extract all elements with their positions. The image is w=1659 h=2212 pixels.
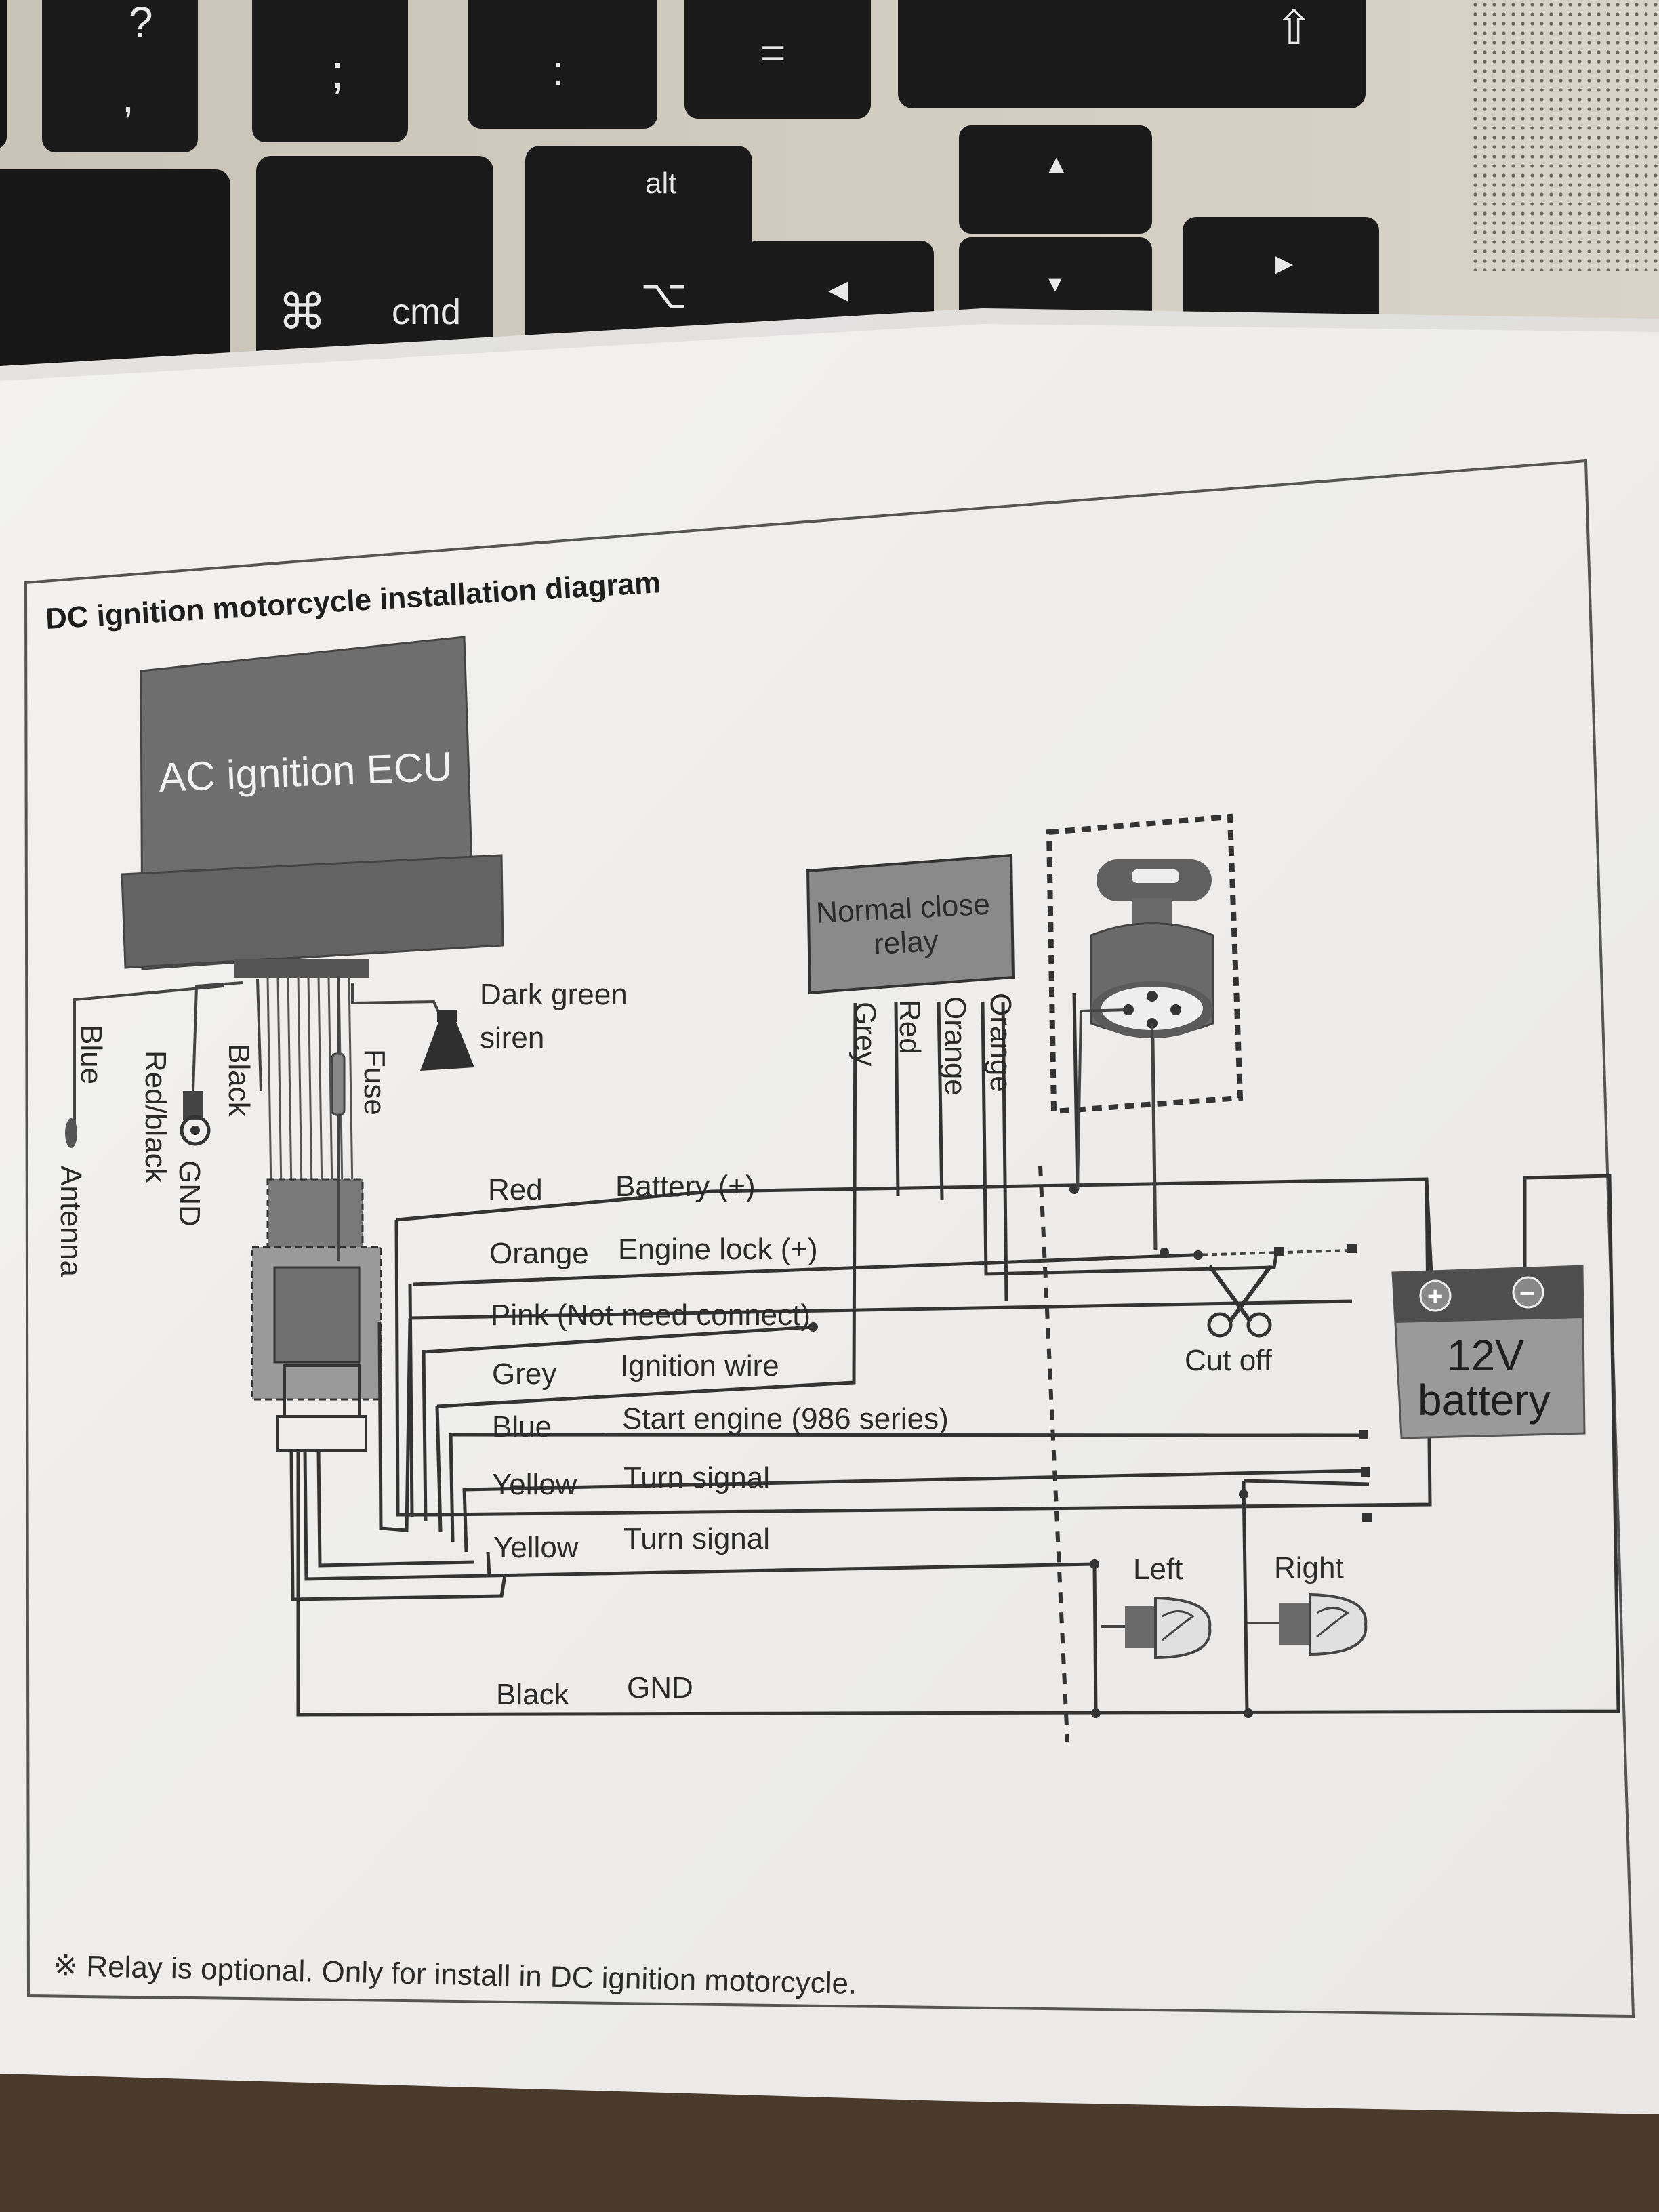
key-question[interactable] bbox=[42, 0, 198, 152]
key-fragment[interactable] bbox=[0, 0, 7, 149]
ignition-switch bbox=[1046, 813, 1244, 1249]
cut-off-label: Cut off bbox=[1185, 1344, 1273, 1377]
row-grey-function: Ignition wire bbox=[620, 1349, 779, 1382]
row-grey-color: Grey bbox=[492, 1357, 556, 1391]
siren-label-2: siren bbox=[480, 1021, 544, 1054]
battery-positive-terminal bbox=[1419, 1279, 1452, 1312]
red-black-plug bbox=[183, 1091, 203, 1120]
battery-label-1: 12V bbox=[1447, 1331, 1524, 1380]
wire-label-gnd: GND bbox=[173, 1160, 206, 1227]
divider-dashed bbox=[1038, 1165, 1069, 1742]
row-red-function: Battery (+) bbox=[615, 1170, 756, 1203]
row-yellow2-function: Turn signal bbox=[623, 1522, 770, 1555]
key-semicolon[interactable] bbox=[252, 0, 408, 142]
lamp-left bbox=[1101, 1596, 1212, 1660]
cable-harness bbox=[251, 975, 382, 1452]
row-black-function: GND bbox=[627, 1671, 693, 1704]
key-label-question: ? bbox=[129, 0, 153, 47]
battery-negative-terminal bbox=[1512, 1276, 1544, 1309]
key-label-alt-symbol: ⌥ bbox=[640, 272, 687, 317]
wire-label-fuse: Fuse bbox=[358, 1049, 391, 1115]
battery-label-2: battery bbox=[1418, 1376, 1551, 1425]
key-equals[interactable] bbox=[684, 0, 871, 119]
row-orange-color: Orange bbox=[489, 1237, 589, 1270]
row-yellow2-color: Yellow bbox=[493, 1531, 579, 1564]
battery: + − bbox=[1391, 1265, 1586, 1439]
key-label-cmd-symbol: ⌘ bbox=[278, 285, 327, 340]
relay-wire-orange-1: Orange bbox=[939, 996, 972, 1096]
relay-wire-orange-2: Orange bbox=[984, 993, 1017, 1092]
lamp-left-label: Left bbox=[1133, 1553, 1183, 1586]
speaker-grille bbox=[1471, 0, 1659, 271]
key-arrow-up[interactable] bbox=[959, 125, 1152, 234]
key-label-arrow-up: ▲ bbox=[1044, 150, 1069, 179]
key-label-colon: : bbox=[552, 48, 564, 94]
wire-label-black: Black bbox=[222, 1044, 255, 1118]
row-blue-color: Blue bbox=[492, 1410, 552, 1443]
siren bbox=[420, 1010, 474, 1071]
wire-label-blue: Blue bbox=[75, 1025, 108, 1084]
fuse-body bbox=[331, 1052, 346, 1116]
relay-wire-red: Red bbox=[893, 1000, 926, 1054]
key-colon[interactable] bbox=[468, 0, 657, 129]
key-label-semicolon: ; bbox=[331, 45, 344, 98]
siren-label-1: Dark green bbox=[480, 978, 628, 1011]
key-label-arrow-down: ▼ bbox=[1044, 271, 1067, 297]
key-shift[interactable] bbox=[898, 0, 1366, 108]
key-alt[interactable] bbox=[525, 146, 752, 369]
lamp-right bbox=[1247, 1593, 1368, 1656]
key-label-equals: = bbox=[760, 28, 785, 77]
ecu-unit: AC ignition ECU bbox=[121, 636, 504, 978]
paper-sheet bbox=[0, 308, 1659, 2114]
left-wires bbox=[65, 976, 442, 1261]
battery-plus: + bbox=[1427, 1282, 1443, 1311]
key-cmd-left[interactable] bbox=[0, 169, 230, 393]
wire-label-red-black: Red/black bbox=[139, 1050, 172, 1184]
battery-minus: − bbox=[1519, 1279, 1535, 1309]
relay-box bbox=[806, 853, 1015, 995]
wire-label-antenna: Antenna bbox=[54, 1166, 87, 1277]
row-red-color: Red bbox=[488, 1173, 543, 1206]
lamp-right-label: Right bbox=[1274, 1551, 1344, 1584]
row-blue-function: Start engine (986 series) bbox=[622, 1402, 949, 1435]
diagram-frame bbox=[24, 459, 1635, 2018]
key-label-shift: ⇧ bbox=[1274, 1, 1314, 54]
relay-label-2: relay bbox=[873, 924, 939, 961]
scissors-icon bbox=[1207, 1265, 1273, 1338]
row-pink-color: Pink (Not need connect) bbox=[491, 1298, 811, 1332]
row-black-color: Black bbox=[496, 1678, 570, 1711]
key-label-comma: , bbox=[122, 73, 134, 121]
row-orange-function: Engine lock (+) bbox=[618, 1233, 818, 1266]
key-cmd[interactable] bbox=[256, 156, 493, 380]
ecu-label: AC ignition ECU bbox=[158, 743, 453, 800]
key-label-arrow-left: ◀ bbox=[828, 276, 848, 304]
key-label-arrow-right: ▶ bbox=[1275, 251, 1294, 276]
key-label-cmd: cmd bbox=[392, 291, 461, 332]
row-yellow1-color: Yellow bbox=[492, 1468, 577, 1501]
paper-shadow bbox=[0, 308, 1659, 381]
relay-wire-grey: Grey bbox=[848, 1002, 882, 1066]
row-yellow1-function: Turn signal bbox=[623, 1461, 770, 1494]
gnd-ring bbox=[180, 1115, 211, 1146]
key-label-alt: alt bbox=[645, 167, 676, 200]
antenna-tip bbox=[65, 1118, 77, 1148]
